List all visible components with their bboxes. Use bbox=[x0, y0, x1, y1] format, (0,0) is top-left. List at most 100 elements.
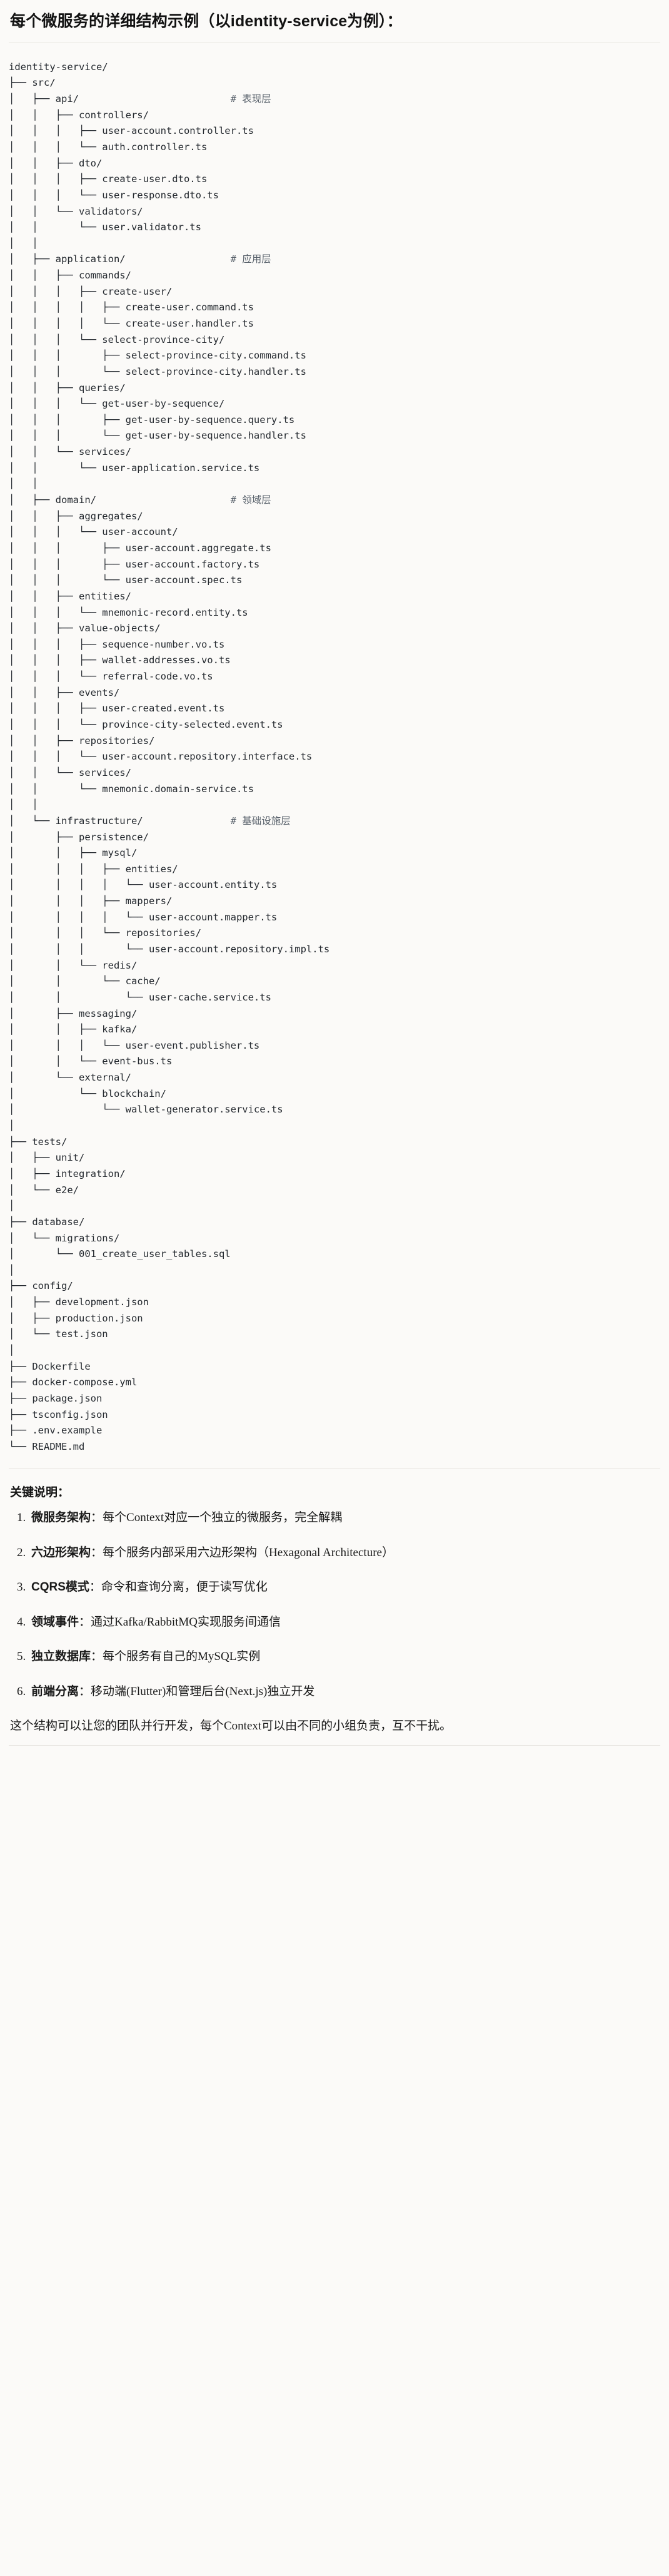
key-note-lead: 独立数据库 bbox=[31, 1650, 91, 1664]
tree-line-text: │ │ └── services/ bbox=[9, 446, 131, 458]
key-note-item: 微服务架构：每个Context对应一个独立的微服务，完全解耦 bbox=[29, 1509, 659, 1527]
tree-line-text: │ ├── api/ bbox=[9, 93, 79, 105]
tree-line-text: │ │ ├── repositories/ bbox=[9, 735, 155, 746]
tree-line-text: │ │ │ └── referral-code.vo.ts bbox=[9, 671, 213, 683]
tree-line-text: └── README.md bbox=[9, 1440, 85, 1452]
tree-line-text: │ └── blockchain/ bbox=[9, 1087, 166, 1099]
tree-line: │ │ └── mnemonic.domain-service.ts bbox=[9, 781, 669, 798]
tree-line: │ bbox=[9, 1198, 669, 1214]
tree-line-text: │ │ │ └── repositories/ bbox=[9, 927, 201, 939]
tree-line-text: │ │ └── redis/ bbox=[9, 959, 138, 971]
tree-line: │ │ └── cache/ bbox=[9, 974, 669, 990]
tree-line: │ │ │ └── user-event.publisher.ts bbox=[9, 1038, 669, 1054]
tree-line-comment: # 领域层 bbox=[230, 494, 271, 506]
tree-line: ├── tsconfig.json bbox=[9, 1407, 669, 1423]
key-note-lead: 六边形架构 bbox=[31, 1545, 91, 1559]
tree-line-text: │ │ └── user-application.service.ts bbox=[9, 462, 260, 474]
page-title: 每个微服务的详细结构示例（以identity-service为例）： bbox=[10, 13, 403, 30]
tree-line-text: ├── .env.example bbox=[9, 1425, 103, 1437]
tree-line-text: │ bbox=[9, 1264, 15, 1276]
key-notes-title: 关键说明： bbox=[10, 1486, 70, 1500]
tree-line: identity-service/ bbox=[9, 59, 669, 76]
tree-line: │ │ │ ├── entities/ bbox=[9, 862, 669, 878]
tree-line: │ │ └── validators/ bbox=[9, 204, 669, 220]
tree-line: │ │ │ └── user-account.spec.ts bbox=[9, 573, 669, 589]
tree-line-comment: # 基础设施层 bbox=[230, 815, 291, 827]
tree-line-text: │ │ │ └── get-user-by-sequence/ bbox=[9, 398, 225, 410]
tree-line-text: │ │ │ │ └── user-account.mapper.ts bbox=[9, 911, 278, 923]
key-note-item: 独立数据库：每个服务有自己的MySQL实例 bbox=[29, 1647, 659, 1666]
closing-paragraph: 这个结构可以让您的团队并行开发，每个Context可以由不同的小组负责，互不干扰… bbox=[10, 1719, 452, 1733]
tree-line: │ └── 001_create_user_tables.sql bbox=[9, 1246, 669, 1263]
tree-line: │ ├── domain/ # 领域层 bbox=[9, 492, 669, 509]
tree-line-text: ├── package.json bbox=[9, 1392, 103, 1404]
tree-line-text: │ │ │ └── user-response.dto.ts bbox=[9, 189, 219, 201]
tree-line: │ │ ├── mysql/ bbox=[9, 845, 669, 862]
tree-line: │ └── migrations/ bbox=[9, 1231, 669, 1247]
tree-line-text: │ │ bbox=[9, 478, 38, 490]
tree-line-text: ├── docker-compose.yml bbox=[9, 1377, 138, 1388]
key-note-body: ：通过Kafka/RabbitMQ实现服务间通信 bbox=[79, 1615, 281, 1629]
tree-line: │ │ │ │ ├── create-user.command.ts bbox=[9, 300, 669, 316]
tree-line-text: ├── tests/ bbox=[9, 1136, 68, 1148]
key-notes-list: 微服务架构：每个Context对应一个独立的微服务，完全解耦六边形架构：每个服务… bbox=[10, 1509, 659, 1701]
tree-line: │ ├── persistence/ bbox=[9, 830, 669, 846]
tree-line-text: ├── Dockerfile bbox=[9, 1360, 91, 1372]
tree-line: │ │ bbox=[9, 797, 669, 813]
tree-line: │ │ │ └── get-user-by-sequence/ bbox=[9, 396, 669, 412]
tree-line-text: │ └── 001_create_user_tables.sql bbox=[9, 1248, 231, 1260]
tree-line: │ │ ├── queries/ bbox=[9, 380, 669, 397]
tree-line-text: │ │ │ └── user-account.repository.impl.t… bbox=[9, 943, 330, 955]
tree-line: │ │ └── user.validator.ts bbox=[9, 220, 669, 236]
tree-line: │ bbox=[9, 1263, 669, 1279]
tree-line-text: │ │ ├── mysql/ bbox=[9, 847, 138, 859]
tree-line-text: │ │ │ ├── entities/ bbox=[9, 863, 178, 875]
tree-line-text: │ ├── production.json bbox=[9, 1312, 143, 1324]
tree-line: │ │ │ ├── user-created.event.ts bbox=[9, 701, 669, 717]
tree-line-comment: # 表现层 bbox=[230, 93, 271, 105]
tree-line: │ ├── application/ # 应用层 bbox=[9, 252, 669, 268]
key-note-body: ：移动端(Flutter)和管理后台(Next.js)独立开发 bbox=[79, 1684, 315, 1698]
tree-line-text: │ │ │ │ ├── create-user.command.ts bbox=[9, 302, 254, 313]
tree-line-text: │ │ │ ├── create-user/ bbox=[9, 285, 173, 297]
tree-line: │ │ ├── dto/ bbox=[9, 156, 669, 172]
key-note-lead: 领域事件 bbox=[31, 1615, 79, 1629]
tree-line-text: │ │ ├── entities/ bbox=[9, 590, 131, 602]
tree-line: └── README.md bbox=[9, 1439, 669, 1455]
tree-line: │ │ ├── commands/ bbox=[9, 268, 669, 284]
tree-line: │ ├── development.json bbox=[9, 1295, 669, 1311]
directory-tree-code-block: identity-service/├── src/│ ├── api/ # 表现… bbox=[0, 43, 669, 1469]
tree-line-text: identity-service/ bbox=[9, 61, 108, 73]
tree-line-text: │ │ ├── controllers/ bbox=[9, 109, 149, 121]
key-note-item: 领域事件：通过Kafka/RabbitMQ实现服务间通信 bbox=[29, 1613, 659, 1631]
tree-line-text: ├── database/ bbox=[9, 1216, 85, 1228]
tree-line: │ │ └── user-cache.service.ts bbox=[9, 990, 669, 1006]
footer-divider bbox=[9, 1744, 660, 1746]
tree-line: │ └── external/ bbox=[9, 1070, 669, 1086]
tree-line-text: │ │ │ ├── select-province-city.command.t… bbox=[9, 350, 306, 362]
tree-line-text: │ │ ├── queries/ bbox=[9, 382, 126, 394]
tree-line: │ │ ├── events/ bbox=[9, 685, 669, 701]
key-note-lead: CQRS模式 bbox=[31, 1581, 89, 1594]
bottom-spacer bbox=[0, 1746, 669, 1754]
tree-line-text: │ │ │ ├── get-user-by-sequence.query.ts bbox=[9, 414, 295, 425]
tree-line: │ │ │ ├── mappers/ bbox=[9, 893, 669, 910]
tree-line: │ │ ├── value-objects/ bbox=[9, 621, 669, 637]
tree-comment-pad bbox=[96, 494, 231, 506]
tree-line-text: │ │ │ └── user-account.repository.interf… bbox=[9, 751, 313, 763]
tree-line: │ bbox=[9, 1343, 669, 1359]
tree-line-text: │ │ └── validators/ bbox=[9, 205, 143, 217]
tree-line-text: │ └── infrastructure/ bbox=[9, 815, 143, 827]
key-note-body: ：每个服务内部采用六边形架构（Hexagonal Architecture） bbox=[91, 1545, 394, 1559]
tree-line: │ └── blockchain/ bbox=[9, 1086, 669, 1102]
tree-line-text: │ │ └── mnemonic.domain-service.ts bbox=[9, 783, 254, 795]
tree-line: │ │ │ └── select-province-city/ bbox=[9, 332, 669, 349]
tree-line: ├── package.json bbox=[9, 1391, 669, 1407]
tree-line: │ │ │ └── province-city-selected.event.t… bbox=[9, 717, 669, 733]
tree-line-text: │ ├── messaging/ bbox=[9, 1007, 138, 1019]
tree-line-text: │ │ │ └── user-event.publisher.ts bbox=[9, 1039, 260, 1051]
tree-line: │ │ │ └── user-response.dto.ts bbox=[9, 188, 669, 204]
key-note-lead: 微服务架构 bbox=[31, 1511, 91, 1525]
tree-line: ├── .env.example bbox=[9, 1423, 669, 1439]
tree-line-text: │ │ └── cache/ bbox=[9, 975, 161, 987]
